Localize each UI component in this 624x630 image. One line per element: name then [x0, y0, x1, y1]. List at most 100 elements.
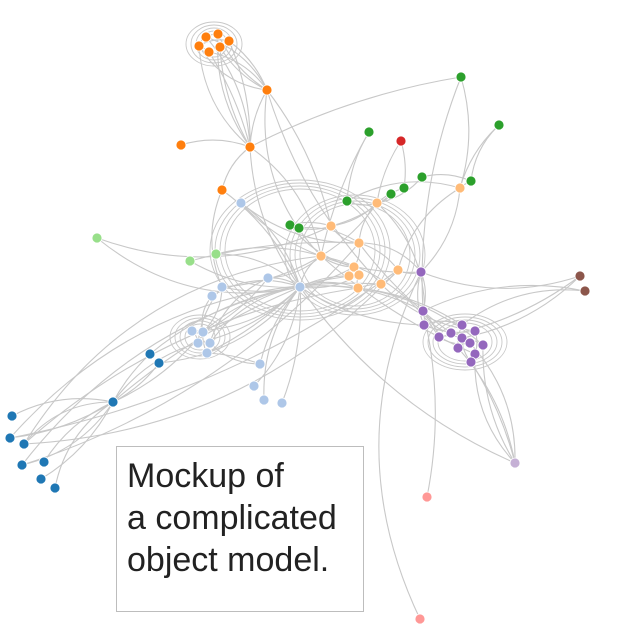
graph-edge [330, 193, 392, 227]
graph-node-purple [415, 266, 427, 278]
graph-edge [9, 401, 114, 439]
graph-node-orange [203, 46, 215, 58]
graph-edge [221, 146, 251, 191]
graph-node-light-blue [254, 358, 266, 370]
graph-edge [461, 289, 586, 326]
graph-node-purple [477, 339, 489, 351]
graph-edge [211, 189, 223, 288]
graph-node-green [493, 119, 505, 131]
graph-node-red [395, 135, 407, 147]
graph-node-light-blue [258, 394, 270, 406]
graph-node-light-orange [375, 278, 387, 290]
graph-edge [266, 89, 332, 227]
graph-node-light-red [414, 613, 426, 625]
graph-edge-loop [422, 313, 508, 371]
graph-node-orange [212, 28, 224, 40]
graph-node-light-orange [353, 237, 365, 249]
graph-node-green [341, 195, 353, 207]
graph-node-green [385, 188, 397, 200]
graph-node-purple [452, 342, 464, 354]
graph-edge [240, 202, 360, 244]
graph-node-light-blue [201, 347, 213, 359]
graph-edge-loop [179, 320, 221, 354]
graph-edge-loop [289, 197, 421, 313]
graph-node-green [465, 175, 477, 187]
graph-edge [397, 187, 461, 271]
graph-edge [249, 146, 301, 288]
graph-node-orange [223, 35, 235, 47]
graph-node-light-purple [509, 457, 521, 469]
graph-edge [264, 89, 322, 257]
graph-node-light-orange [325, 220, 337, 232]
graph-edge [438, 275, 581, 338]
graph-edge-loop [432, 319, 498, 365]
graph-edge [281, 286, 302, 404]
graph-edge [376, 140, 402, 204]
graph-edge [299, 286, 516, 464]
graph-node-purple [445, 327, 457, 339]
graph-edge [470, 124, 500, 182]
graph-node-green [293, 222, 305, 234]
graph-edge [320, 131, 370, 257]
graph-edge [21, 242, 360, 466]
graph-edge-loop [185, 21, 243, 67]
graph-edge-loop [169, 314, 231, 360]
graph-node-purple [456, 332, 468, 344]
graph-edge-loop [427, 316, 503, 368]
graph-edge [149, 286, 301, 355]
graph-node-light-blue [192, 337, 204, 349]
graph-edge [358, 242, 422, 273]
graph-edge [11, 398, 114, 417]
graph-edge [112, 342, 199, 403]
graph-edge [259, 286, 301, 365]
graph-edge-loop [224, 188, 376, 312]
graph-node-light-blue [262, 272, 274, 284]
graph-node-orange [175, 139, 187, 151]
graph-edge [346, 131, 370, 202]
graph-edge [249, 76, 462, 148]
graph-node-blue [107, 396, 119, 408]
graph-edge [459, 76, 470, 189]
graph-node-blue [153, 357, 165, 369]
caption-line-1: Mockup of [127, 457, 284, 495]
graph-node-brown [574, 270, 586, 282]
graph-node-green [363, 126, 375, 138]
graph-edge [470, 361, 516, 464]
graph-edge [43, 401, 114, 463]
graph-edge [198, 45, 251, 148]
graph-edge [205, 36, 251, 148]
graph-node-blue [49, 482, 61, 494]
graph-node-light-green [91, 232, 103, 244]
graph-edge [23, 255, 322, 445]
graph-node-purple [433, 331, 445, 343]
graph-edge [219, 46, 268, 91]
graph-edge [228, 40, 251, 148]
graph-node-purple [469, 325, 481, 337]
graph-edge [422, 310, 436, 498]
graph-edge [208, 51, 268, 91]
graph-edge [219, 46, 251, 148]
graph-edge [208, 51, 251, 148]
graph-edge [249, 146, 322, 257]
graph-edge [240, 202, 322, 257]
graph-edge [420, 271, 581, 289]
graph-edge-loop [294, 200, 416, 310]
graph-edge [9, 282, 382, 439]
graph-node-blue [144, 348, 156, 360]
graph-node-orange [214, 41, 226, 53]
graph-edge-loop [184, 323, 216, 351]
graph-node-blue [38, 456, 50, 468]
graph-edge [40, 401, 114, 480]
graph-edge [320, 255, 422, 273]
graph-node-light-orange [352, 282, 364, 294]
graph-edge [263, 286, 301, 401]
caption-line-3: object model. [127, 541, 330, 580]
graph-node-blue [16, 459, 28, 471]
graph-edge [23, 401, 114, 445]
graph-node-light-blue [186, 325, 198, 337]
caption-line-2: a complicated [127, 499, 337, 538]
graph-node-orange [216, 184, 228, 196]
graph-node-purple [417, 305, 429, 317]
graph-edge [54, 401, 114, 489]
